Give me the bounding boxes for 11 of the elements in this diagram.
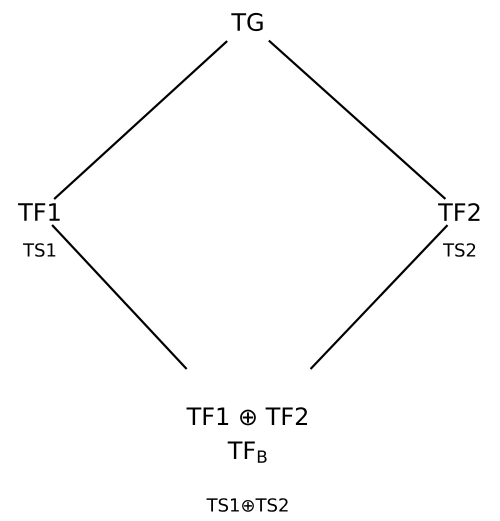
node-caption: TS1⊕TS2	[206, 498, 288, 512]
node-label: TF1 ⊕ TF2 TF$_{B}$	[186, 407, 307, 463]
node-label: TF2	[438, 203, 480, 221]
node-caption: TS2	[443, 243, 476, 257]
node-label: TG	[231, 12, 263, 32]
line	[268, 40, 446, 200]
line	[310, 224, 448, 370]
line	[51, 224, 188, 370]
line	[53, 40, 228, 200]
node-label: TF1	[18, 203, 60, 221]
node-caption: TS1	[23, 243, 56, 257]
